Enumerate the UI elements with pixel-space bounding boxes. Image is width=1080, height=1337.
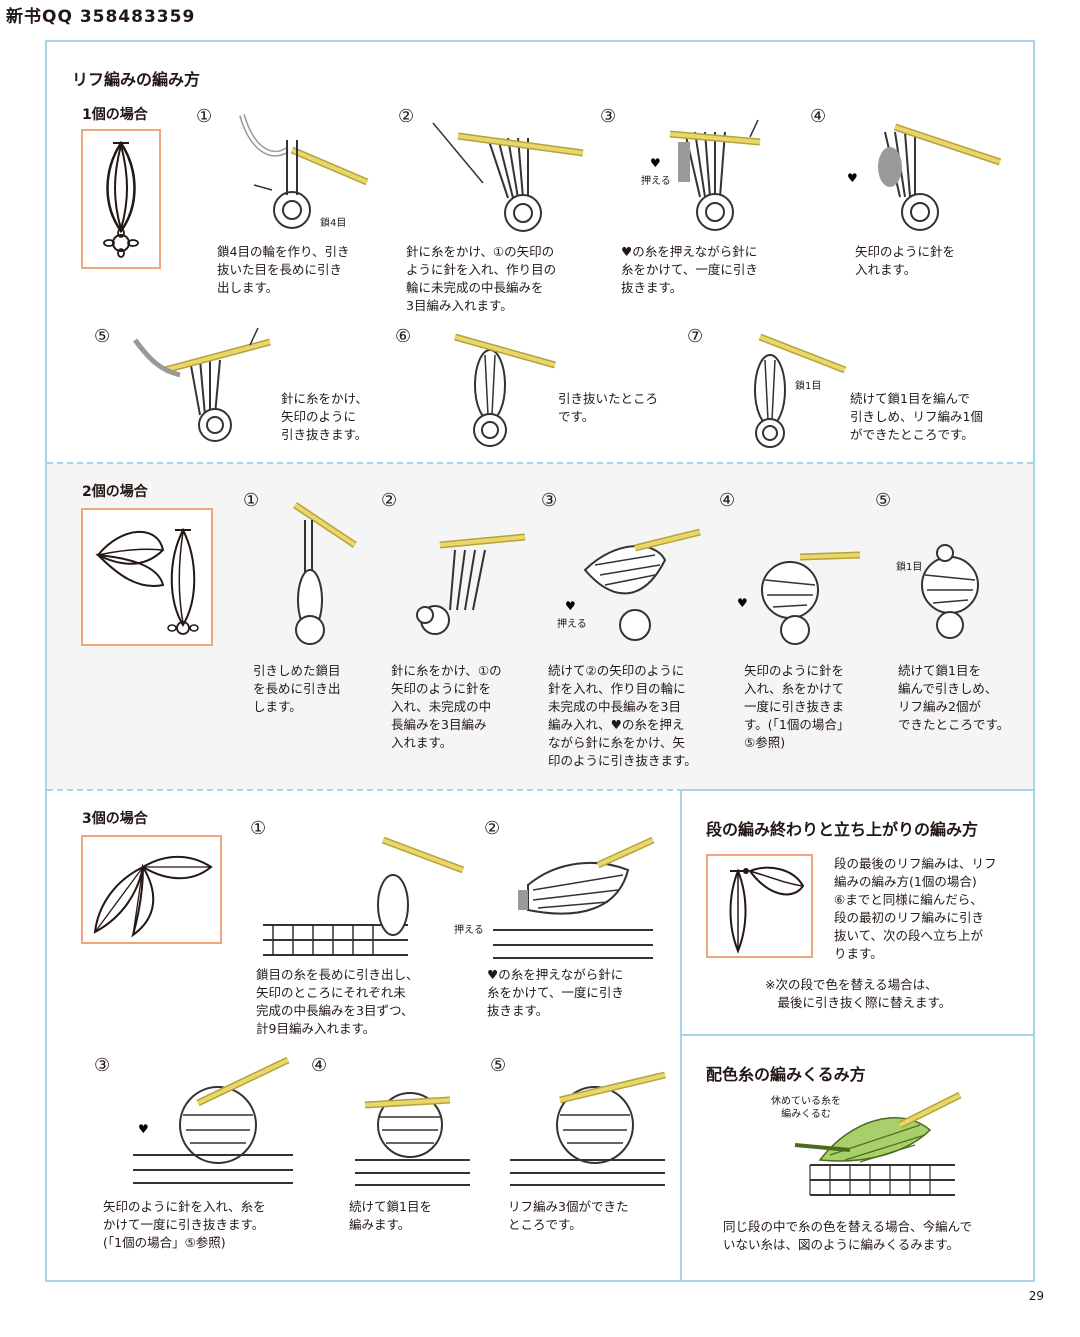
row-end-note: ※次の段で色を替える場合は、 最後に引き抜く際に替えます。	[765, 977, 952, 1010]
case1-step2-caption: 針に糸をかけ、①の矢印の ように針を入れ、作り目の 輪に未完成の中長編みを 3目…	[406, 244, 557, 313]
svg-text:♥: ♥	[737, 596, 748, 610]
case1-step1-label: 鎖4目	[320, 218, 347, 229]
divider-1	[47, 462, 1033, 464]
svg-text:♥: ♥	[565, 599, 576, 613]
case3-step4-caption: 続けて鎖1目を 編みます。	[349, 1199, 432, 1232]
case1-step6-number: ⑥	[395, 326, 412, 347]
case3-step5-caption: リフ編み3個ができた ところです。	[508, 1199, 629, 1232]
case3-step1-caption: 鎖目の糸を長めに引き出し、 矢印のところにそれぞれ未 完成の中長編みを3目ずつ、…	[256, 967, 419, 1036]
case3-step5-illustration	[510, 1071, 666, 1186]
case1-step5-caption: 針に糸をかけ、 矢印のように 引き抜きます。	[281, 391, 368, 442]
case1-step4-illustration: ♥	[847, 123, 1002, 231]
right-column-mid	[680, 1034, 1035, 1036]
case1-step1-illustration	[239, 114, 369, 229]
case2-step5-number: ⑤	[875, 490, 892, 511]
case1-step4-caption: 矢印のように針を 入れます。	[855, 244, 956, 277]
case3-step2-illustration	[493, 836, 655, 959]
case1-step3-number: ③	[600, 106, 617, 127]
row-end-body: 段の最後のリフ編みは、リフ 編みの編み方(1個の場合) ⑥までと同様に編んだら、…	[834, 856, 997, 961]
case2-title: 2個の場合	[82, 484, 148, 500]
svg-text:♥: ♥	[138, 1122, 149, 1136]
case3-step4-number: ④	[311, 1055, 328, 1076]
case2-step1-number: ①	[243, 490, 260, 511]
section-title-carry-yarn: 配色糸の編みくるみ方	[706, 1065, 866, 1084]
case2-step2-number: ②	[381, 490, 398, 511]
case2-step3-caption: 続けて②の矢印のように 針を入れ、作り目の輪に 未完成の中長編みを3目 編み入れ…	[548, 663, 697, 768]
row-end-symbol-icon	[729, 866, 805, 954]
case1-step7-caption: 続けて鎖1目を編んで 引きしめ、リフ編み1個 ができたところです。	[850, 391, 983, 442]
case2-step3-label: 押える	[557, 619, 587, 630]
case1-step1-number: ①	[196, 106, 213, 127]
case2-symbol-box	[81, 508, 213, 646]
carry-yarn-illustration	[794, 1091, 962, 1196]
row-end-symbol-box	[706, 854, 813, 958]
case1-step6-caption: 引き抜いたところ です。	[558, 391, 659, 424]
case1-step2-number: ②	[398, 106, 415, 127]
case1-step7-illustration	[754, 333, 847, 448]
leaf-symbol-icon	[103, 140, 139, 258]
case3-step3-number: ③	[94, 1055, 111, 1076]
case3-step3-illustration: ♥	[133, 1056, 293, 1184]
triple-leaf-symbol-icon	[93, 855, 213, 938]
divider-2	[47, 789, 1033, 791]
case2-step4-caption: 矢印のように針を 入れ、糸をかけて 一度に引き抜きま す。(「1個の場合」 ⑤参…	[744, 663, 850, 750]
case2-step4-illustration: ♥	[737, 551, 861, 645]
case3-step1-number: ①	[250, 818, 267, 839]
svg-text:♥: ♥	[650, 156, 661, 170]
case1-step5-illustration	[133, 327, 271, 442]
case1-step3-caption: ♥の糸を押えながら針に 糸をかけて、一度に引き 抜きます。	[621, 244, 758, 295]
case1-step3-illustration: ♥	[650, 119, 761, 231]
case1-step7-number: ⑦	[687, 326, 704, 347]
case2-step1-caption: 引きしめた鎖目 を長めに引き出 します。	[253, 663, 341, 714]
case3-step2-number: ②	[484, 818, 501, 839]
section-title-leaf-stitch: リフ編みの編み方	[72, 70, 201, 89]
case3-symbol-box	[81, 835, 222, 944]
page-number: 29	[1028, 1289, 1044, 1303]
case1-step4-number: ④	[810, 106, 827, 127]
case1-step5-number: ⑤	[94, 326, 111, 347]
case2-step5-label: 鎖1目	[896, 562, 923, 573]
case2-step5-caption: 続けて鎖1目を 編んで引きしめ、 リフ編み2個が できたところです。	[898, 663, 1010, 732]
section-title-row-end: 段の編み終わりと立ち上がりの編み方	[706, 820, 979, 839]
case2-step5-illustration	[921, 544, 979, 639]
case1-symbol-box	[81, 129, 161, 269]
page-frame	[45, 40, 1035, 1282]
case3-step4-illustration	[355, 1092, 470, 1186]
case1-step1-caption: 鎖4目の輪を作り、引き 抜いた目を長めに引き 出します。	[217, 244, 350, 295]
case3-step2-caption: ♥の糸を押えながら針に 糸をかけて、一度に引き 抜きます。	[487, 967, 624, 1018]
svg-text:♥: ♥	[847, 171, 858, 185]
right-column-top	[680, 789, 1035, 791]
case2-step1-illustration	[293, 502, 357, 645]
carry-yarn-label: 休めている糸を 編みくるむ	[771, 1096, 841, 1120]
case2-step3-number: ③	[541, 490, 558, 511]
double-leaf-symbol-icon	[95, 527, 199, 635]
case1-step7-label: 鎖1目	[795, 381, 822, 392]
header-watermark: 新书QQ 358483359	[6, 7, 196, 27]
case2-step4-number: ④	[719, 490, 736, 511]
case3-step5-number: ⑤	[490, 1055, 507, 1076]
case3-step3-caption: 矢印のように針を入れ、糸を かけて一度に引き抜きます。 (「1個の場合」⑤参照)	[103, 1199, 266, 1250]
case3-title: 3個の場合	[82, 811, 148, 827]
case2-step2-caption: 針に糸をかけ、①の 矢印のように針を 入れ、未完成の中 長編みを3目編み 入れま…	[391, 663, 502, 750]
case1-step3-label: 押える	[641, 176, 671, 187]
case3-step1-illustration	[263, 836, 465, 956]
carry-yarn-caption: 同じ段の中で糸の色を替える場合、今編んで いない糸は、図のように編みくるみます。	[723, 1219, 973, 1252]
case1-step2-illustration	[432, 122, 584, 232]
case2-step2-illustration	[416, 533, 526, 635]
case3-step2-label: 押える	[454, 925, 484, 936]
case1-step6-illustration	[454, 333, 556, 447]
case2-step3-illustration: ♥	[565, 528, 701, 641]
case1-title: 1個の場合	[82, 107, 148, 123]
